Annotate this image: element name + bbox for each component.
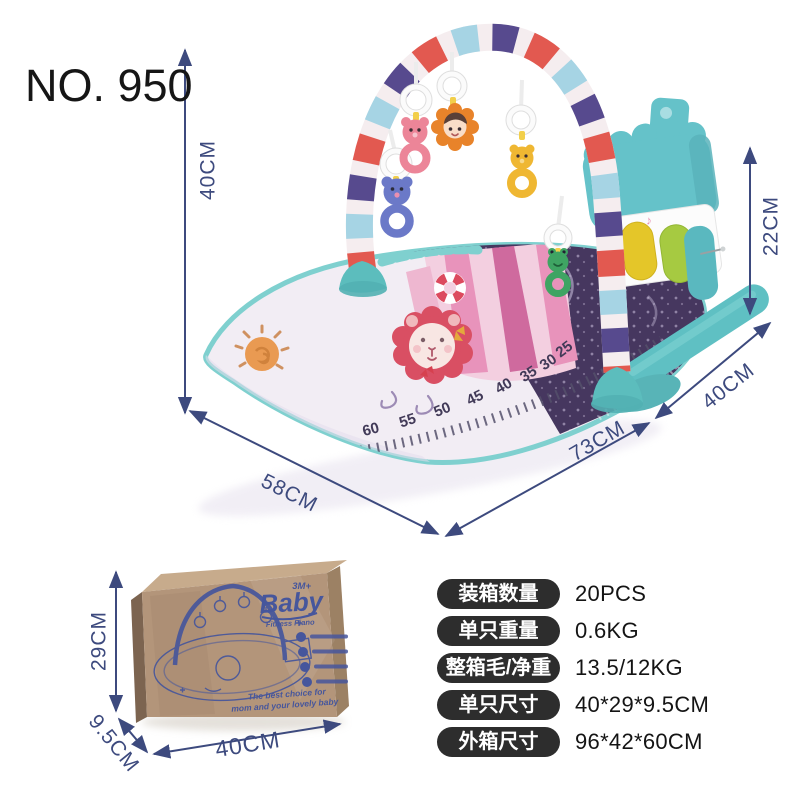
hanging-toy-pink-bear [399,117,431,174]
ruler-number: 35 [517,363,540,386]
box-print-logo: 3M+ Baby Fitness Piano [259,581,326,629]
play-arch [345,23,631,373]
dimension-arrows [177,48,772,537]
spec-value: 13.5/12KG [575,655,683,680]
spec-row: 单只尺寸 40*29*9.5CM [437,690,797,720]
life-ring-illustration [434,272,466,304]
box-width-label: 40CM [213,726,282,762]
spec-label: 单只重量 [437,616,560,646]
lion-illustration [392,306,473,384]
spec-label: 装箱数量 [437,579,560,609]
hanging-toys [379,52,573,297]
lion-bow [454,326,465,341]
ruler-number: 25 [553,338,577,362]
ruler-number: 45 [464,387,486,410]
box-depth-label: 9.5CM [84,710,144,776]
sun-illustration [234,324,290,371]
ruler-number: 40 [492,375,515,398]
box-print-feature-bullets [296,632,348,687]
spec-label: 外箱尺寸 [437,727,560,757]
box-dimension-arrows [108,570,342,759]
spec-label: 整箱毛/净重 [437,653,560,683]
hanging-toy-yellow-bear [507,144,537,198]
dimension-arrow-box-depth [117,717,149,754]
ruler-number: 30 [537,351,560,374]
spec-label: 单只尺寸 [437,690,560,720]
arch-height-label: 40CM [197,140,220,200]
spec-row: 装箱数量 20PCS [437,579,797,609]
dimension-arrow-mat-front [188,410,440,535]
dimension-arrow-mat-long [444,422,651,537]
hanging-toy-frog [545,248,571,297]
box-age-badge: 3M+ [292,581,311,592]
box-height-label: 29CM [88,611,111,671]
hanging-toy-blue-bear [380,176,414,238]
mat-scallop-trim [377,245,483,267]
dimension-arrow-mat-side [654,321,772,420]
spec-table: 装箱数量 20PCS 单只重量 0.6KG 整箱毛/净重 13.5/12KG 单… [437,579,797,757]
product-number: NO. 950 [25,60,193,111]
spec-value: 0.6KG [575,618,639,643]
hanging-toy-flower-girl [431,103,479,151]
spec-value: 20PCS [575,581,647,606]
piano-height-label: 22CM [760,196,783,256]
dimension-arrow-box-width [152,719,342,759]
spec-value: 40*29*9.5CM [575,692,710,717]
music-note-icon: ♪ [645,213,653,228]
spec-row: 单只重量 0.6KG [437,616,797,646]
shipping-box: 3M+ Baby Fitness Piano The best choice f… [131,560,349,723]
mat-side-edge-label: 40CM [698,359,759,414]
box-subtitle: Fitness Piano [266,617,316,629]
piano-leg [684,225,726,300]
box-print-artwork [153,583,313,702]
spec-row: 外箱尺寸 96*42*60CM [437,727,797,757]
spec-row: 整箱毛/净重 13.5/12KG [437,653,797,683]
spec-value: 96*42*60CM [575,729,703,754]
